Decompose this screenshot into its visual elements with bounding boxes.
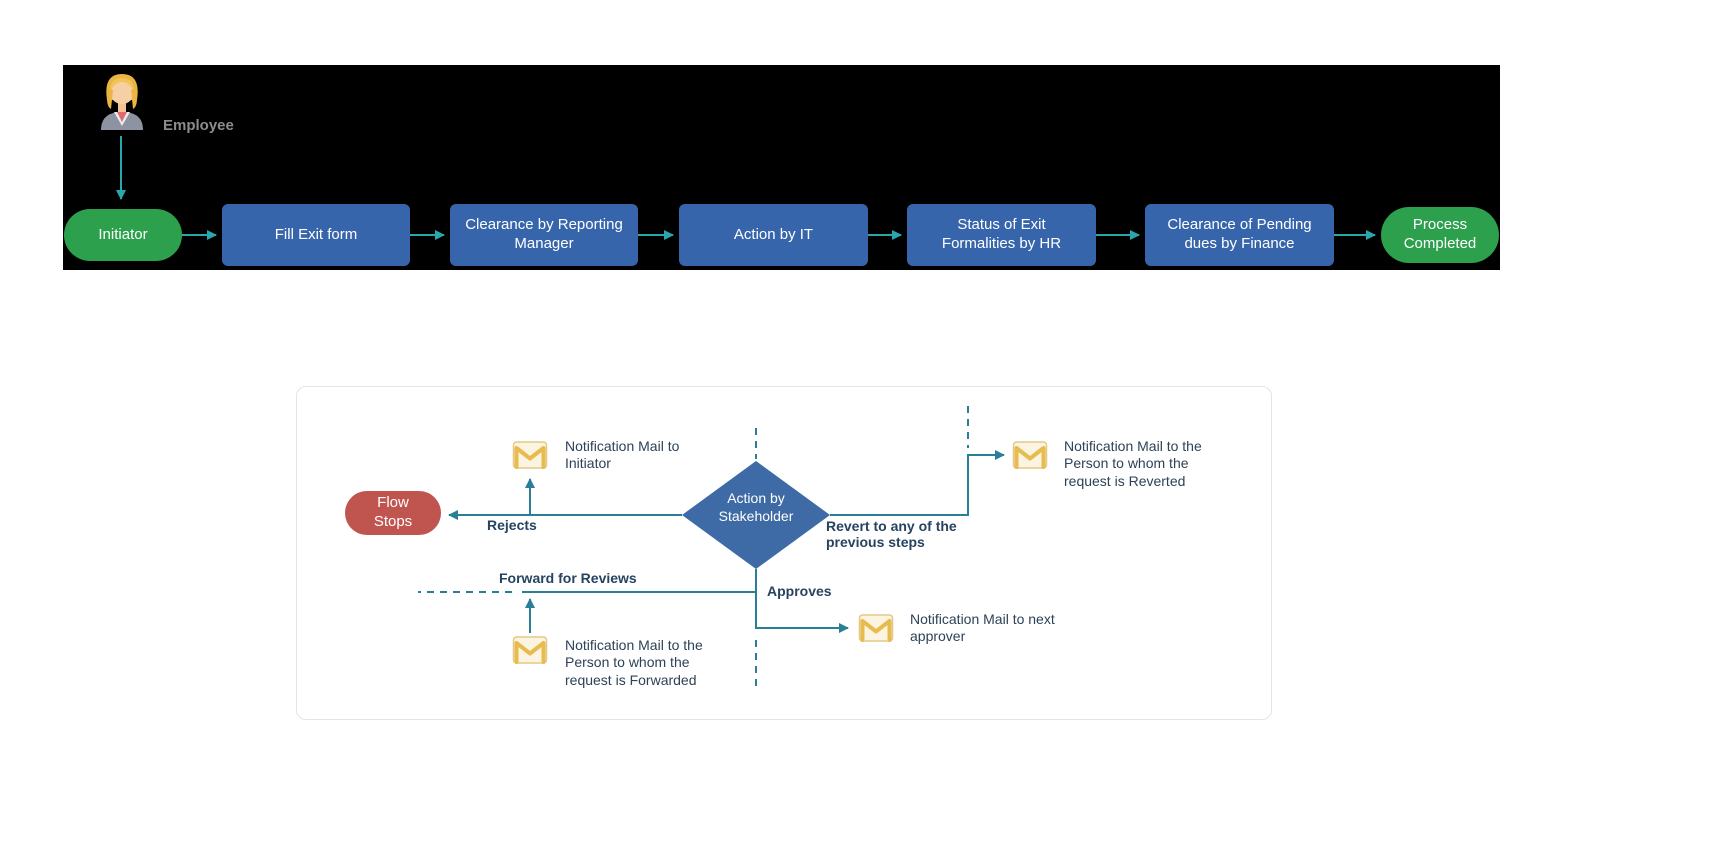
employee-avatar-icon [101, 74, 143, 130]
node-clearance-reporting-manager: Clearance by Reporting Manager [450, 204, 638, 266]
node-status-exit-hr: Status of Exit Formalities by HR [907, 204, 1096, 266]
node-initiator: Initiator [64, 209, 182, 261]
node-flow-stops: Flow Stops [345, 491, 441, 535]
node-process-completed: Process Completed [1381, 207, 1499, 263]
stakeholder-panel [296, 386, 1272, 720]
decision-diamond [682, 461, 830, 569]
mail-text-next-approver: Notification Mail to next approver [910, 611, 1055, 645]
mail-icon [512, 441, 548, 469]
mail-text-forwarded: Notification Mail to the Person to whom … [565, 637, 703, 688]
mail-icon [1012, 441, 1048, 469]
mail-text-initiator: Notification Mail to Initiator [565, 438, 680, 472]
node-action-by-it: Action by IT [679, 204, 868, 266]
actor-label: Employee [163, 117, 234, 134]
edge-label-forward: Forward for Reviews [499, 570, 637, 586]
node-fill-exit-form: Fill Exit form [222, 204, 410, 266]
mail-text-reverted: Notification Mail to the Person to whom … [1064, 438, 1202, 489]
decision-label: Action by Stakeholder [718, 490, 794, 525]
mail-icon [858, 614, 894, 642]
edge-label-revert: Revert to any of the previous steps [826, 518, 957, 550]
edge-label-approves: Approves [767, 583, 832, 599]
mail-icon [512, 636, 548, 664]
edge-label-rejects: Rejects [487, 517, 537, 533]
node-clearance-finance: Clearance of Pending dues by Finance [1145, 204, 1334, 266]
